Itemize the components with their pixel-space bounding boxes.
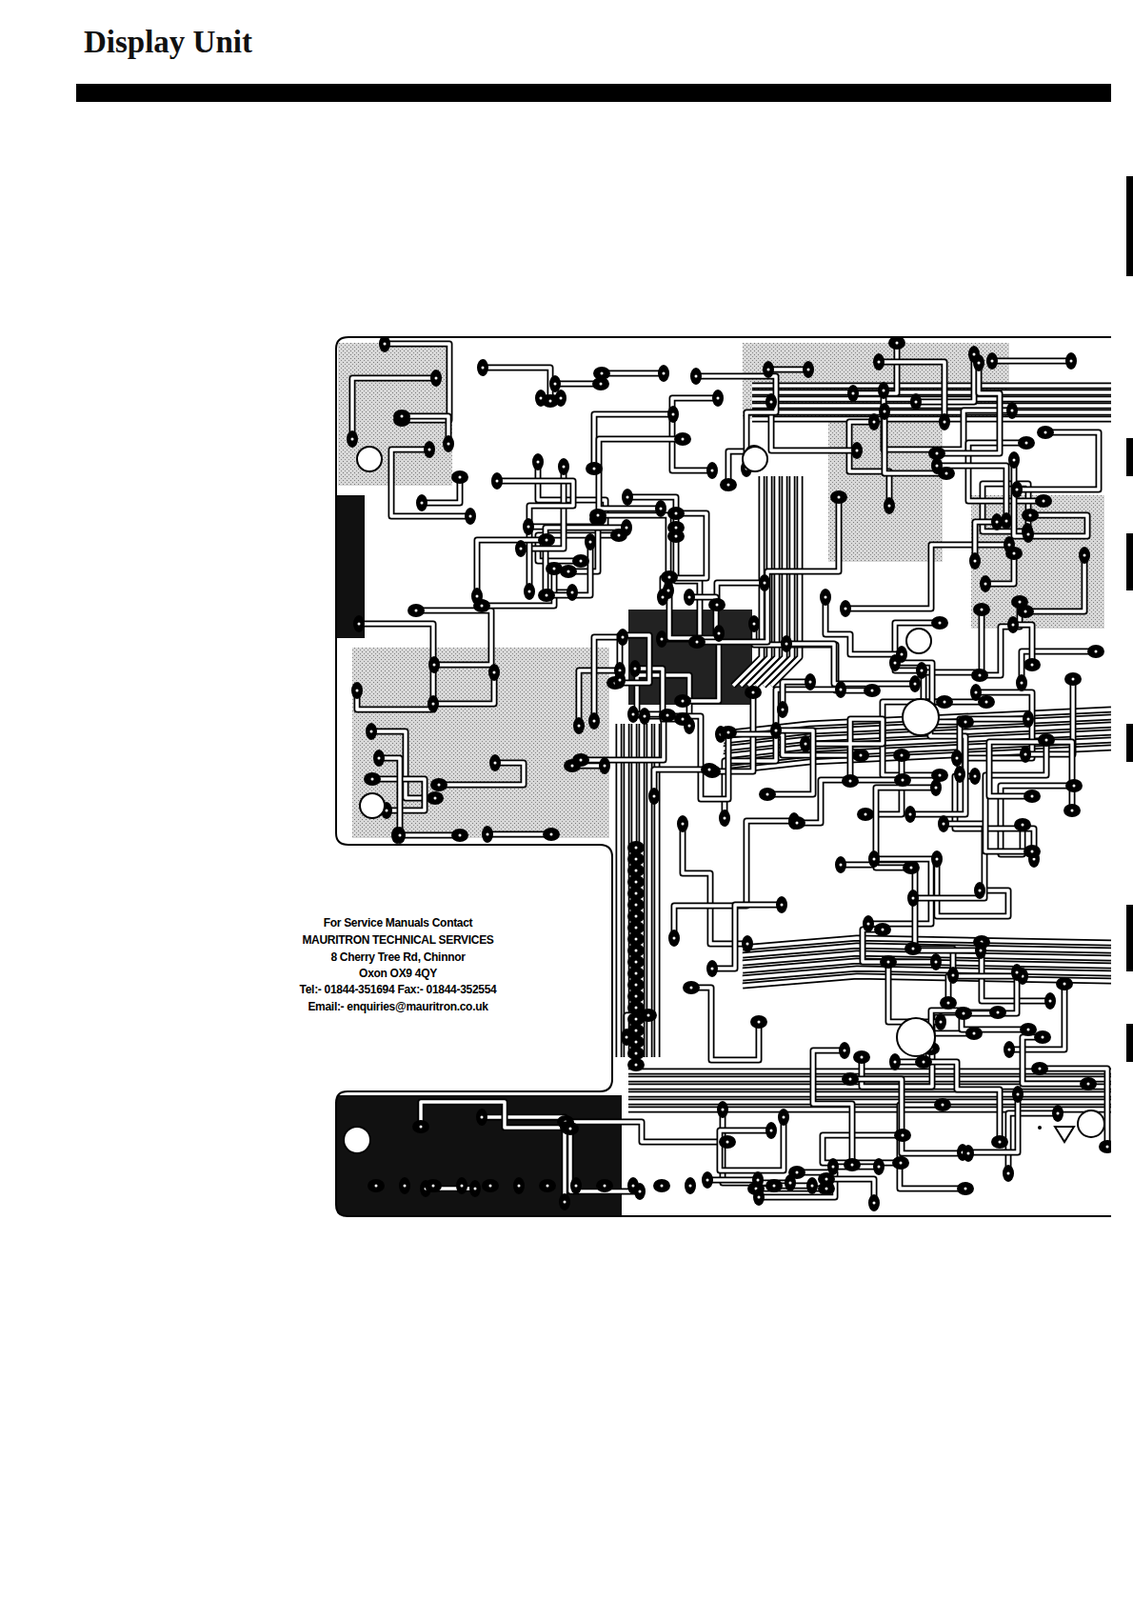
contact-note: Tel:- 01844-351694 Fax:- 01844-352554: [274, 982, 522, 996]
contact-note: Email:- enquiries@mauritron.co.uk: [274, 999, 522, 1014]
header-bar: [76, 83, 1112, 102]
mounting-holes: [343, 446, 1105, 1153]
board-outline: [336, 337, 1112, 1216]
orientation-mark: [1054, 1126, 1074, 1142]
speck: [1037, 1125, 1042, 1130]
edge-marks: [1126, 176, 1133, 1062]
contact-note: 8 Cherry Tree Rd, Chinnor: [274, 950, 522, 964]
contact-note: MAURITRON TECHNICAL SERVICES: [274, 933, 522, 947]
page-title: Display Unit: [83, 24, 253, 60]
contact-note: For Service Manuals Contact: [274, 915, 522, 930]
contact-note: Oxon OX9 4QY: [274, 966, 522, 980]
